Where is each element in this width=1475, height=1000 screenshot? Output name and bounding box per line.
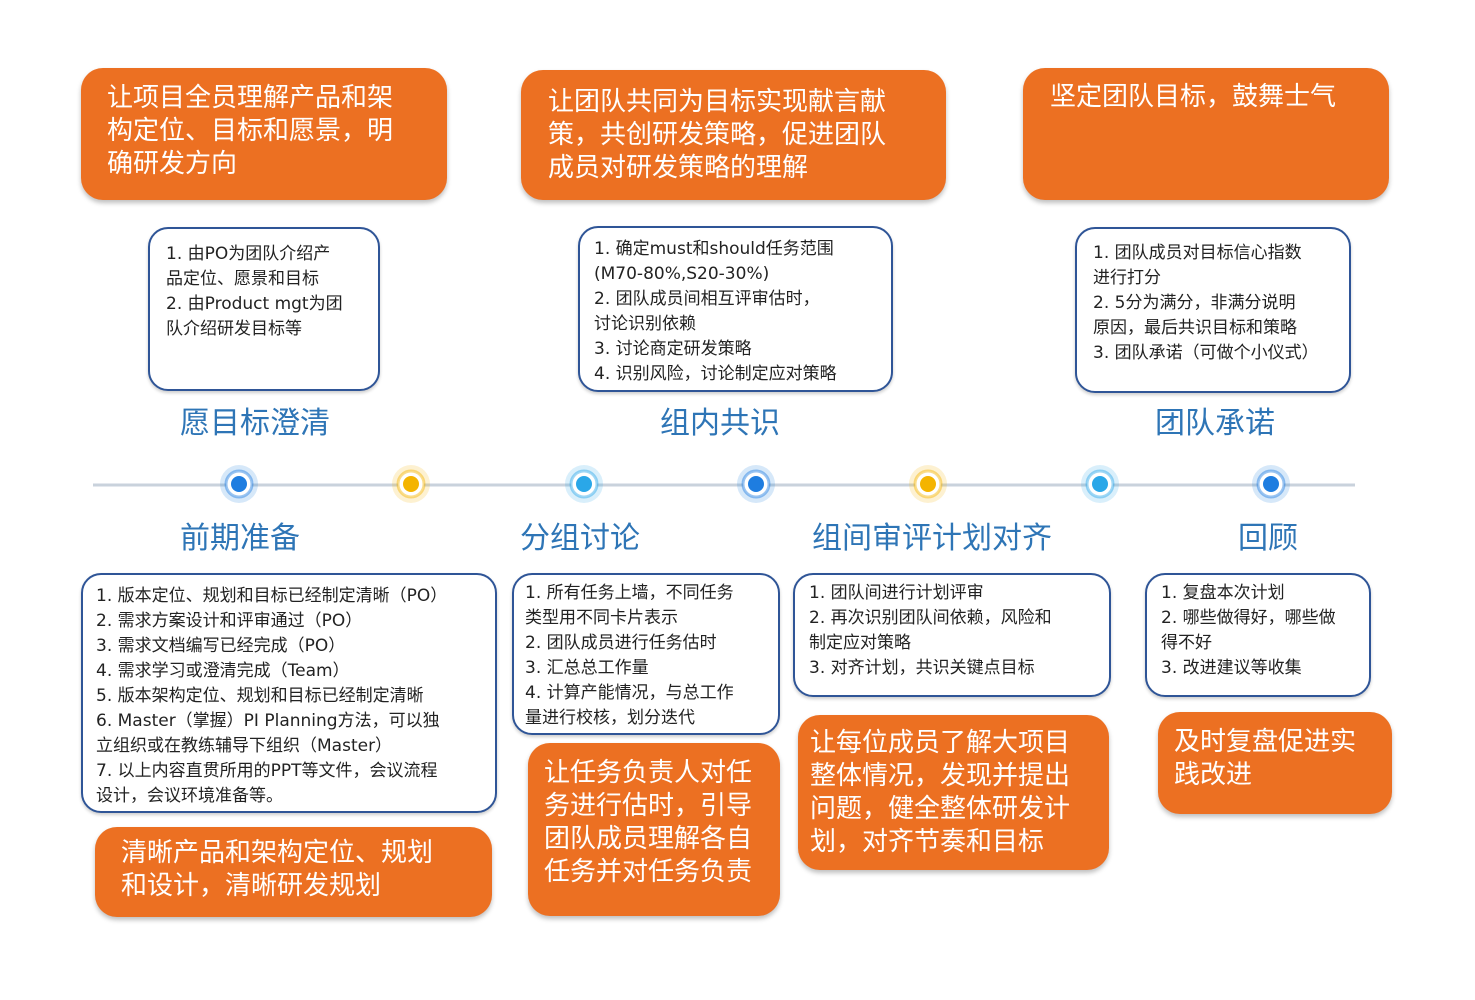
stage-label-bottom: 组间审评计划对齐 bbox=[812, 521, 1052, 556]
note-line: 队介绍研发目标等 bbox=[166, 319, 302, 339]
note-line: 4. 需求学习或澄清完成（Team） bbox=[96, 661, 350, 681]
timeline-dot-core bbox=[231, 476, 247, 492]
goal-top-1-line: 确研发方向 bbox=[107, 149, 238, 179]
goal-bottom-3-line: 划，对齐节奏和目标 bbox=[810, 827, 1045, 857]
note-line: 2. 5分为满分，非满分说明 bbox=[1093, 293, 1296, 313]
goal-top-3: 坚定团队目标，鼓舞士气 bbox=[1023, 68, 1389, 200]
goal-top-2-line: 策，共创研发策略，促进团队 bbox=[548, 120, 887, 150]
note-line: 品定位、愿景和目标 bbox=[166, 269, 319, 289]
note-line: 6. Master（掌握）PI Planning方法，可以独 bbox=[96, 711, 440, 731]
note-line: 3. 改进建议等收集 bbox=[1161, 658, 1302, 678]
note-line: 2. 团队成员进行任务估时 bbox=[525, 633, 717, 653]
goal-top-2-line: 成员对研发策略的理解 bbox=[548, 153, 809, 183]
stage-label-top: 组内共识 bbox=[660, 406, 780, 441]
goal-bottom-3-line: 整体情况，发现并提出 bbox=[810, 761, 1071, 791]
note-line: 进行打分 bbox=[1093, 268, 1161, 288]
note-line: 1. 确定must和should任务范围 bbox=[594, 239, 834, 259]
timeline-dot bbox=[737, 465, 775, 503]
timeline-dot-core bbox=[403, 476, 419, 492]
note-line: 2. 团队成员间相互评审估时， bbox=[594, 289, 820, 309]
note-bottom-4: 1. 复盘本次计划 2. 哪些做得好，哪些做 得不好 3. 改进建议等收集 bbox=[1145, 573, 1371, 697]
stage-label-top: 愿目标澄清 bbox=[180, 406, 330, 441]
stage-label-bottom: 分组讨论 bbox=[520, 521, 640, 556]
note-line: 2. 再次识别团队间依赖，风险和 bbox=[809, 608, 1052, 628]
note-line: (M70-80%,S20-30%) bbox=[594, 264, 770, 284]
note-line: 设计，会议环境准备等。 bbox=[96, 786, 283, 806]
note-line: 1. 所有任务上墙，不同任务 bbox=[525, 583, 734, 603]
note-line: 2. 由Product mgt为团 bbox=[166, 294, 343, 314]
note-line: 2. 哪些做得好，哪些做 bbox=[1161, 608, 1336, 628]
timeline-dot-core bbox=[1092, 476, 1108, 492]
goal-bottom-4-line: 及时复盘促进实 bbox=[1174, 727, 1357, 757]
goal-bottom-1: 清晰产品和架构定位、规划 和设计，清晰研发规划 bbox=[95, 827, 492, 917]
goal-bottom-2-line: 团队成员理解各自 bbox=[544, 824, 753, 854]
goal-top-1: 让项目全员理解产品和架 构定位、目标和愿景，明 确研发方向 bbox=[81, 68, 447, 200]
goal-bottom-2-line: 务进行估时，引导 bbox=[544, 791, 753, 821]
note-line: 制定应对策略 bbox=[809, 633, 911, 653]
note-line: 1. 团队间进行计划评审 bbox=[809, 583, 984, 603]
goal-bottom-1-line: 清晰产品和架构定位、规划 bbox=[121, 838, 434, 868]
note-line: 1. 团队成员对目标信心指数 bbox=[1093, 243, 1302, 263]
goal-bottom-2-line: 任务并对任务负责 bbox=[544, 857, 753, 887]
note-line: 1. 由PO为团队介绍产 bbox=[166, 244, 331, 264]
timeline-dot-core bbox=[748, 476, 764, 492]
timeline-dot-core bbox=[576, 476, 592, 492]
timeline-dot bbox=[565, 465, 603, 503]
note-line: 1. 版本定位、规划和目标已经制定清晰（PO） bbox=[96, 586, 448, 606]
goal-top-3-line: 坚定团队目标，鼓舞士气 bbox=[1050, 82, 1337, 112]
goal-top-1-line: 构定位、目标和愿景，明 bbox=[107, 116, 394, 146]
note-line: 3. 讨论商定研发策略 bbox=[594, 339, 752, 359]
note-line: 讨论识别依赖 bbox=[594, 314, 696, 334]
note-line: 量进行校核，划分迭代 bbox=[525, 708, 695, 728]
note-line: 得不好 bbox=[1161, 633, 1212, 653]
note-line: 7. 以上内容直贯所用的PPT等文件，会议流程 bbox=[96, 761, 438, 781]
note-top-2: 1. 确定must和should任务范围 (M70-80%,S20-30%) 2… bbox=[578, 226, 893, 392]
timeline-dot-core bbox=[1263, 476, 1279, 492]
timeline-dot bbox=[1081, 465, 1119, 503]
goal-bottom-3-line: 问题，健全整体研发计 bbox=[810, 794, 1071, 824]
note-line: 2. 需求方案设计和评审通过（PO） bbox=[96, 611, 363, 631]
goal-top-2: 让团队共同为目标实现献言献 策，共创研发策略，促进团队 成员对研发策略的理解 bbox=[521, 70, 946, 200]
goal-bottom-1-line: 和设计，清晰研发规划 bbox=[121, 871, 382, 901]
note-line: 3. 汇总总工作量 bbox=[525, 658, 649, 678]
note-bottom-1: 1. 版本定位、规划和目标已经制定清晰（PO） 2. 需求方案设计和评审通过（P… bbox=[81, 573, 497, 813]
note-line: 5. 版本架构定位、规划和目标已经制定清晰 bbox=[96, 686, 424, 706]
note-top-1: 1. 由PO为团队介绍产 品定位、愿景和目标 2. 由Product mgt为团… bbox=[148, 227, 380, 391]
note-top-3: 1. 团队成员对目标信心指数 进行打分 2. 5分为满分，非满分说明 原因，最后… bbox=[1075, 227, 1351, 393]
goal-bottom-3: 让每位成员了解大项目 整体情况，发现并提出 问题，健全整体研发计 划，对齐节奏和… bbox=[798, 715, 1109, 870]
timeline-dot bbox=[392, 465, 430, 503]
note-line: 4. 计算产能情况，与总工作 bbox=[525, 683, 734, 703]
timeline-dot bbox=[909, 465, 947, 503]
timeline-dot-core bbox=[920, 476, 936, 492]
timeline-dot bbox=[1252, 465, 1290, 503]
note-line: 类型用不同卡片表示 bbox=[525, 608, 678, 628]
goal-bottom-4: 及时复盘促进实 践改进 bbox=[1158, 712, 1392, 814]
note-line: 3. 需求文档编写已经完成（PO） bbox=[96, 636, 346, 656]
goal-top-2-line: 让团队共同为目标实现献言献 bbox=[548, 87, 887, 117]
goal-top-1-line: 让项目全员理解产品和架 bbox=[107, 83, 394, 113]
note-line: 3. 对齐计划，共识关键点目标 bbox=[809, 658, 1035, 678]
note-bottom-2: 1. 所有任务上墙，不同任务 类型用不同卡片表示 2. 团队成员进行任务估时 3… bbox=[512, 573, 780, 735]
goal-bottom-3-line: 让每位成员了解大项目 bbox=[810, 728, 1071, 758]
stage-label-bottom: 前期准备 bbox=[180, 521, 300, 556]
goal-bottom-2: 让任务负责人对任 务进行估时，引导 团队成员理解各自 任务并对任务负责 bbox=[528, 743, 780, 916]
timeline-dot bbox=[220, 465, 258, 503]
stage-label-top: 团队承诺 bbox=[1155, 406, 1275, 441]
note-line: 立组织或在教练辅导下组织（Master） bbox=[96, 736, 393, 756]
note-line: 3. 团队承诺（可做个小仪式） bbox=[1093, 343, 1319, 363]
goal-bottom-2-line: 让任务负责人对任 bbox=[544, 758, 753, 788]
note-line: 1. 复盘本次计划 bbox=[1161, 583, 1285, 603]
note-line: 4. 识别风险，讨论制定应对策略 bbox=[594, 364, 837, 384]
stage-label-bottom: 回顾 bbox=[1238, 521, 1298, 556]
goal-bottom-4-line: 践改进 bbox=[1174, 760, 1253, 790]
note-bottom-3: 1. 团队间进行计划评审 2. 再次识别团队间依赖，风险和 制定应对策略 3. … bbox=[793, 573, 1111, 697]
note-line: 原因，最后共识目标和策略 bbox=[1093, 318, 1297, 338]
